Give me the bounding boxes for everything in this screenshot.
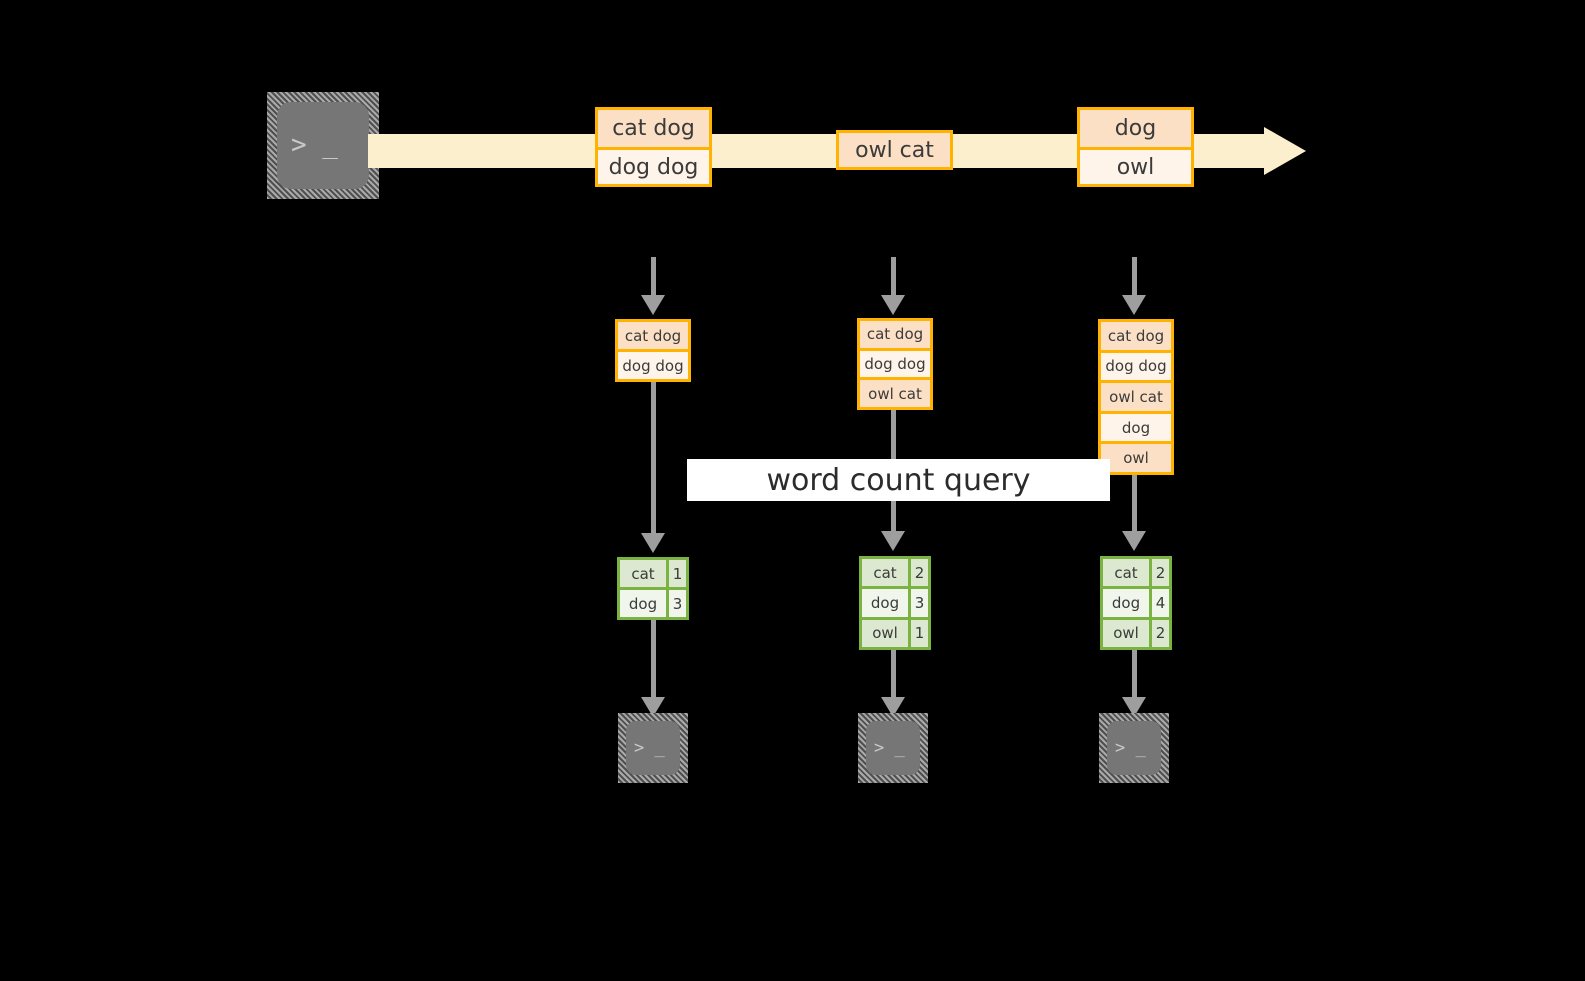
snapshot-record: owl cat: [1101, 380, 1171, 411]
sink-arrow-head-1: [641, 697, 665, 717]
stream-record: owl: [1080, 147, 1191, 184]
query-arrow-head-3: [1122, 531, 1146, 551]
stream-record: owl cat: [839, 133, 950, 167]
result-table-3: cat 2 dog 4 owl 2: [1100, 556, 1172, 650]
snapshot-box-3: cat dog dog dog owl cat dog owl: [1098, 319, 1174, 475]
table-row: cat 1: [620, 560, 686, 587]
dashed-arrow-head-1: [641, 295, 665, 315]
terminal-prompt-text: > _: [1115, 738, 1146, 758]
snapshot-record: dog dog: [618, 349, 688, 379]
result-word: dog: [862, 589, 908, 617]
table-row: cat 2: [862, 559, 928, 587]
table-row: dog 3: [862, 586, 928, 617]
dashed-arrow-head-3: [1122, 295, 1146, 315]
result-word: owl: [862, 619, 908, 647]
sink-terminal-icon-3: > _: [1099, 713, 1169, 783]
result-word: dog: [1103, 589, 1149, 617]
snapshot-record: owl: [1101, 441, 1171, 472]
result-word: dog: [620, 590, 666, 617]
dashed-arrow-shaft-3: [1132, 257, 1137, 295]
result-word: cat: [1103, 559, 1149, 587]
query-arrow-head-2: [881, 531, 905, 551]
snapshot-record: owl cat: [860, 377, 930, 408]
snapshot-box-1: cat dog dog dog: [615, 319, 691, 382]
stream-group-1: cat dog dog dog: [595, 107, 712, 187]
sink-arrow-shaft-2: [891, 650, 896, 697]
result-count: 2: [1149, 619, 1169, 647]
query-arrow-shaft-1: [651, 382, 656, 533]
stream-record: dog: [1080, 110, 1191, 147]
result-count: 2: [908, 559, 928, 587]
dashed-arrow-shaft-1: [651, 257, 656, 295]
sink-arrow-head-3: [1122, 697, 1146, 717]
table-row: dog 4: [1103, 586, 1169, 617]
table-row: cat 2: [1103, 559, 1169, 587]
query-label: word count query: [687, 459, 1110, 501]
sink-terminal-icon-1: > _: [618, 713, 688, 783]
stream-group-3: dog owl: [1077, 107, 1194, 187]
table-row: owl 1: [862, 616, 928, 647]
result-count: 1: [908, 619, 928, 647]
terminal-prompt-text: > _: [874, 738, 905, 758]
snapshot-record: cat dog: [618, 322, 688, 349]
table-row: owl 2: [1103, 616, 1169, 647]
result-count: 4: [1149, 589, 1169, 617]
table-row: dog 3: [620, 587, 686, 617]
result-count: 3: [908, 589, 928, 617]
snapshot-record: cat dog: [860, 321, 930, 348]
result-word: owl: [1103, 619, 1149, 647]
stream-record: cat dog: [598, 110, 709, 147]
sink-arrow-shaft-3: [1132, 650, 1137, 697]
snapshot-record: cat dog: [1101, 322, 1171, 350]
dashed-arrow-shaft-2: [891, 257, 896, 295]
stream-arrowhead-icon: [1264, 127, 1306, 175]
terminal-prompt-text: > _: [634, 738, 665, 758]
sink-arrow-head-2: [881, 697, 905, 717]
terminal-prompt-text: > _: [291, 130, 338, 160]
dashed-arrow-head-2: [881, 295, 905, 315]
result-table-1: cat 1 dog 3: [617, 557, 689, 620]
stream-group-2: owl cat: [836, 130, 953, 170]
stream-record: dog dog: [598, 147, 709, 184]
query-label-text: word count query: [766, 462, 1031, 498]
source-terminal-icon: > _: [267, 92, 379, 199]
result-count: 3: [666, 590, 686, 617]
sink-terminal-icon-2: > _: [858, 713, 928, 783]
result-count: 1: [666, 560, 686, 587]
snapshot-box-2: cat dog dog dog owl cat: [857, 318, 933, 410]
snapshot-record: dog dog: [860, 347, 930, 378]
snapshot-record: dog: [1101, 410, 1171, 442]
snapshot-record: dog dog: [1101, 349, 1171, 381]
result-count: 2: [1149, 559, 1169, 587]
query-arrow-head-1: [641, 533, 665, 553]
sink-arrow-shaft-1: [651, 620, 656, 697]
query-arrow-shaft-3: [1132, 475, 1137, 531]
result-word: cat: [620, 560, 666, 587]
result-table-2: cat 2 dog 3 owl 1: [859, 556, 931, 650]
result-word: cat: [862, 559, 908, 587]
